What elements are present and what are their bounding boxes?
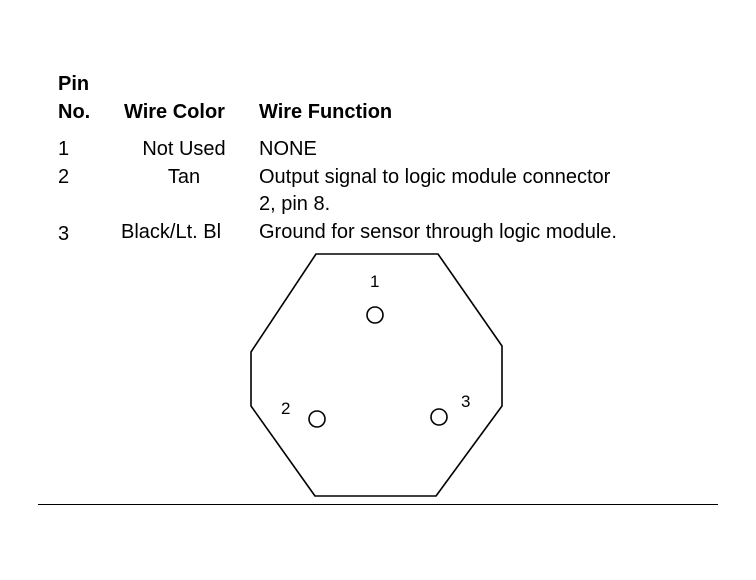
row-2-wire-function: Output signal to logic module connector bbox=[259, 166, 611, 188]
row-3-wire-function: Ground for sensor through logic module. bbox=[259, 221, 617, 243]
header-pin-no-line1: Pin bbox=[58, 73, 90, 95]
pin-1-label: 1 bbox=[370, 272, 379, 291]
connector-housing-hexagon bbox=[250, 253, 503, 497]
row-2-wire-color: Tan bbox=[167, 166, 201, 188]
pin-3-socket bbox=[430, 408, 448, 426]
header-pin-no-line2: No. bbox=[58, 101, 91, 123]
row-3-pin: 3 bbox=[58, 223, 70, 245]
row-1-wire-color: Not Used bbox=[142, 138, 226, 160]
row-2-pin: 2 bbox=[58, 166, 70, 188]
pin-2-label: 2 bbox=[281, 399, 290, 418]
row-3-wire-color: Black/Lt. Bl bbox=[121, 221, 222, 243]
bottom-rule bbox=[38, 504, 718, 505]
pin-1-socket bbox=[366, 306, 384, 324]
row-1-wire-function: NONE bbox=[259, 138, 317, 160]
header-wire-function: Wire Function bbox=[259, 101, 393, 123]
pin-3-label: 3 bbox=[461, 392, 470, 411]
header-wire-color: Wire Color bbox=[124, 101, 225, 123]
pin-2-socket bbox=[308, 410, 326, 428]
row-2-wire-function-cont: 2, pin 8. bbox=[259, 193, 331, 215]
row-1-pin: 1 bbox=[58, 138, 70, 160]
